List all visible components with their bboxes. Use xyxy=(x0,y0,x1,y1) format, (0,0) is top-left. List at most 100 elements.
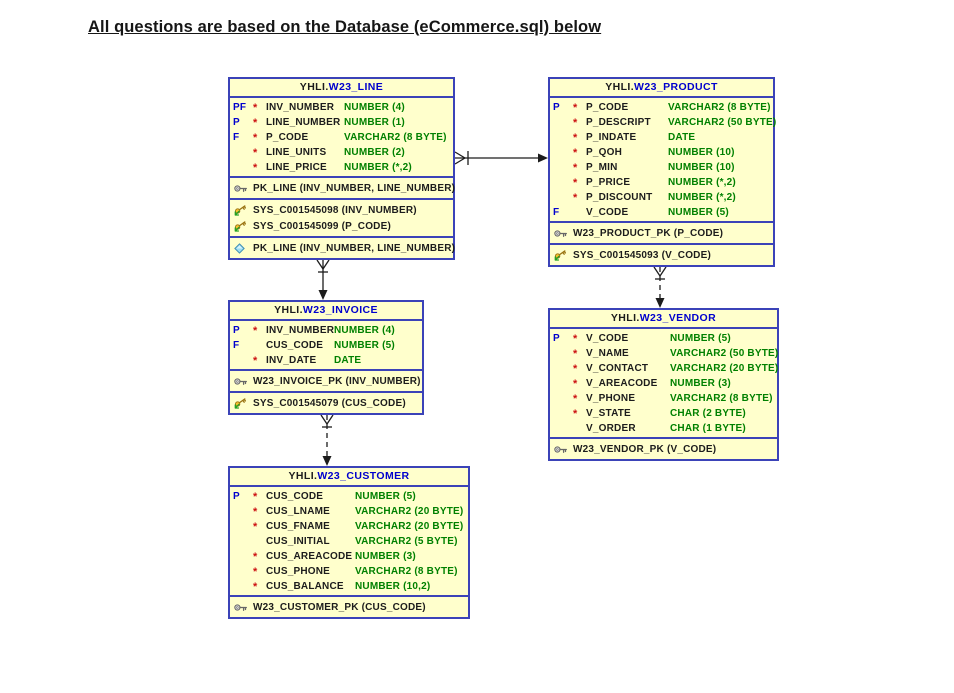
column-type: NUMBER (4) xyxy=(334,325,395,336)
column-type: VARCHAR2 (5 BYTE) xyxy=(355,536,458,547)
column-type: VARCHAR2 (50 BYTE) xyxy=(670,348,779,359)
primary-key-icon xyxy=(554,228,569,239)
column-type: NUMBER (*,2) xyxy=(668,177,736,188)
table-name: W23_LINE xyxy=(328,81,384,93)
column-name: V_AREACODE xyxy=(586,378,658,389)
column-name: CUS_PHONE xyxy=(266,566,331,577)
constraint-row[interactable]: W23_INVOICE_PK (INV_NUMBER) xyxy=(230,373,422,389)
constraint-row[interactable]: SYS_C001545098 (INV_NUMBER) xyxy=(230,202,453,218)
required-marker: * xyxy=(253,490,258,503)
constraint-text: W23_VENDOR_PK (V_CODE) xyxy=(573,443,717,455)
constraint-text: W23_INVOICE_PK (INV_NUMBER) xyxy=(253,375,421,387)
constraint-row[interactable]: W23_VENDOR_PK (V_CODE) xyxy=(550,441,777,457)
key-flag: F xyxy=(233,132,240,143)
entity-title[interactable]: YHLI.W23_VENDOR xyxy=(550,310,777,329)
constraint-row[interactable]: W23_CUSTOMER_PK (CUS_CODE) xyxy=(230,599,468,615)
required-marker: * xyxy=(253,354,258,367)
foreign-key-icon xyxy=(554,249,569,261)
column-name: P_CODE xyxy=(266,132,309,143)
entity-title[interactable]: YHLI.W23_PRODUCT xyxy=(550,79,773,98)
required-marker: * xyxy=(253,161,258,174)
constraint-row[interactable]: W23_PRODUCT_PK (P_CODE) xyxy=(550,225,773,241)
column-name: V_STATE xyxy=(586,408,631,419)
key-flag: P xyxy=(233,117,240,128)
pk-section: W23_CUSTOMER_PK (CUS_CODE) xyxy=(230,595,468,617)
primary-key-icon xyxy=(234,183,249,194)
column-name: CUS_AREACODE xyxy=(266,551,353,562)
column-type: NUMBER (3) xyxy=(355,551,416,562)
column-type: NUMBER (5) xyxy=(668,207,729,218)
constraint-text: W23_CUSTOMER_PK (CUS_CODE) xyxy=(253,601,426,613)
entity-title[interactable]: YHLI.W23_CUSTOMER xyxy=(230,468,468,487)
schema-name: YHLI. xyxy=(610,312,640,324)
required-marker: * xyxy=(573,161,578,174)
required-marker: * xyxy=(253,101,258,114)
column-type: DATE xyxy=(668,132,696,143)
required-marker: * xyxy=(573,362,578,375)
column-type: NUMBER (5) xyxy=(355,491,416,502)
column-name: LINE_NUMBER xyxy=(266,117,341,128)
constraint-row[interactable]: PK_LINE (INV_NUMBER, LINE_NUMBER) xyxy=(230,180,456,196)
required-marker: * xyxy=(573,332,578,345)
column-type: VARCHAR2 (20 BYTE) xyxy=(355,506,464,517)
column-name: CUS_FNAME xyxy=(266,521,331,532)
column-type: VARCHAR2 (8 BYTE) xyxy=(355,566,458,577)
column-type: VARCHAR2 (20 BYTE) xyxy=(670,363,779,374)
required-marker: * xyxy=(253,550,258,563)
fk-section: SYS_C001545079 (CUS_CODE) xyxy=(230,391,422,413)
entity-title[interactable]: YHLI.W23_INVOICE xyxy=(230,302,422,321)
constraint-text: PK_LINE (INV_NUMBER, LINE_NUMBER) xyxy=(253,182,456,194)
column-type: VARCHAR2 (8 BYTE) xyxy=(344,132,447,143)
constraint-row[interactable]: PK_LINE (INV_NUMBER, LINE_NUMBER) xyxy=(230,240,455,256)
column-type: NUMBER (5) xyxy=(670,333,731,344)
column-type: NUMBER (4) xyxy=(344,102,405,113)
column-type: NUMBER (10) xyxy=(668,162,735,173)
required-marker: * xyxy=(573,131,578,144)
column-name: V_CODE xyxy=(586,207,629,218)
required-marker: * xyxy=(573,146,578,159)
required-marker: * xyxy=(573,407,578,420)
required-marker: * xyxy=(573,116,578,129)
constraint-row[interactable]: SYS_C001545079 (CUS_CODE) xyxy=(230,395,422,411)
constraint-row[interactable]: SYS_C001545099 (P_CODE) xyxy=(230,218,453,234)
required-marker: * xyxy=(253,324,258,337)
column-name: LINE_UNITS xyxy=(266,147,327,158)
relationship-line-invoice xyxy=(316,259,330,300)
entity-title[interactable]: YHLI.W23_LINE xyxy=(230,79,453,98)
constraint-row[interactable]: SYS_C001545093 (V_CODE) xyxy=(550,247,773,263)
